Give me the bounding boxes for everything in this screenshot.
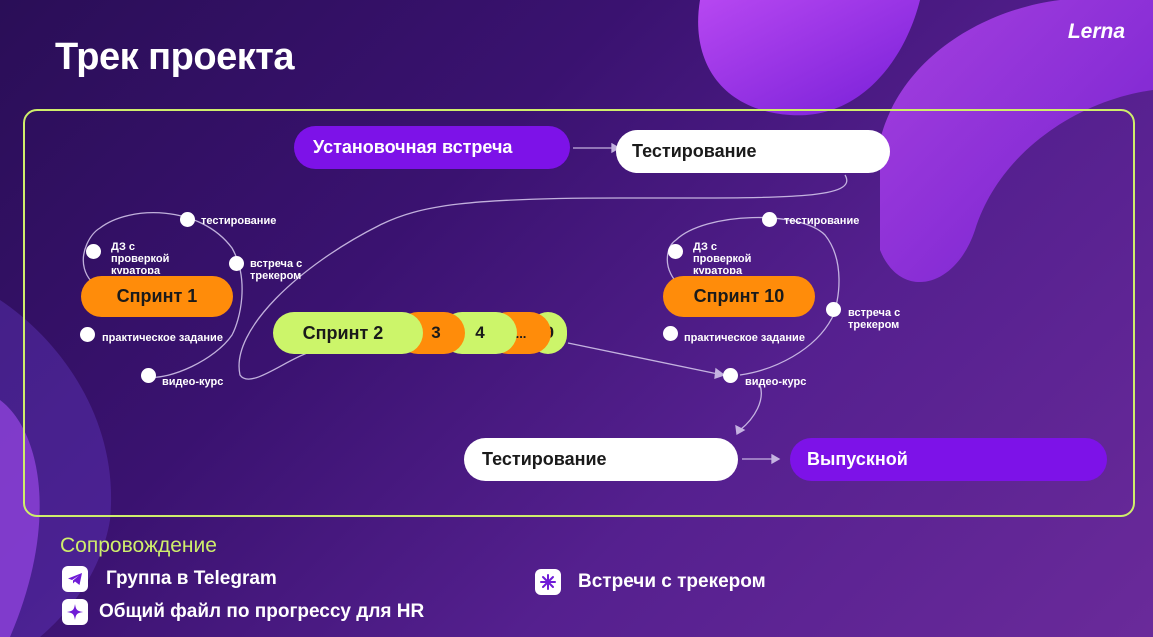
asterisk-icon <box>535 569 561 595</box>
node-dot <box>86 244 101 259</box>
sprint10-practice-label: практическое задание <box>684 332 805 344</box>
support-item-tracker: Встречи с трекером <box>535 569 766 595</box>
track-frame <box>23 109 1135 517</box>
sprint1-homework-label: ДЗ с проверкой куратора <box>111 241 170 274</box>
testing-top: Тестирование <box>616 130 890 173</box>
sprint10-video-label: видео-курс <box>745 376 807 388</box>
support-item-label: Встречи с трекером <box>578 571 766 592</box>
support-item-telegram: Группа в Telegram <box>62 566 277 592</box>
node-dot <box>663 326 678 341</box>
lerna-logo: Lerna <box>1067 20 1125 43</box>
node-dot <box>668 244 683 259</box>
sprints-2-9: 9 ... 4 3 Спринт 2 <box>273 312 567 354</box>
sprint10-tracker-label: встреча с трекером <box>848 307 901 331</box>
sprint1-video-label: видео-курс <box>162 376 224 388</box>
node-dot <box>80 327 95 342</box>
node-dot <box>826 302 841 317</box>
sprint1-test-label: тестирование <box>201 215 277 227</box>
node-dot <box>141 368 156 383</box>
sprint-1: Спринт 1 <box>81 276 233 317</box>
support-item-hr-file: Общий файл по прогрессу для HR <box>62 599 424 625</box>
sprint-10: Спринт 10 <box>663 276 815 317</box>
node-dot <box>229 256 244 271</box>
support-heading: Сопровождение <box>60 534 217 557</box>
sprint10-test-label: тестирование <box>784 215 860 227</box>
node-dot <box>762 212 777 227</box>
graduation: Выпускной <box>790 438 1107 481</box>
support-item-label: Группа в Telegram <box>106 568 277 589</box>
node-dot <box>180 212 195 227</box>
telegram-icon <box>62 566 88 592</box>
sprint1-practice-label: практическое задание <box>102 332 223 344</box>
sprint1-tracker-label: встреча с трекером <box>250 258 303 282</box>
node-dot <box>723 368 738 383</box>
page-title: Трек проекта <box>55 36 294 78</box>
sprint10-homework-label: ДЗ с проверкой куратора <box>693 241 752 274</box>
testing-bottom: Тестирование <box>464 438 738 481</box>
kickoff-meeting: Установочная встреча <box>294 126 570 169</box>
sprint-2: Спринт 2 <box>273 312 423 354</box>
support-item-label: Общий файл по прогрессу для HR <box>99 601 425 622</box>
sparkle-icon <box>62 599 88 625</box>
